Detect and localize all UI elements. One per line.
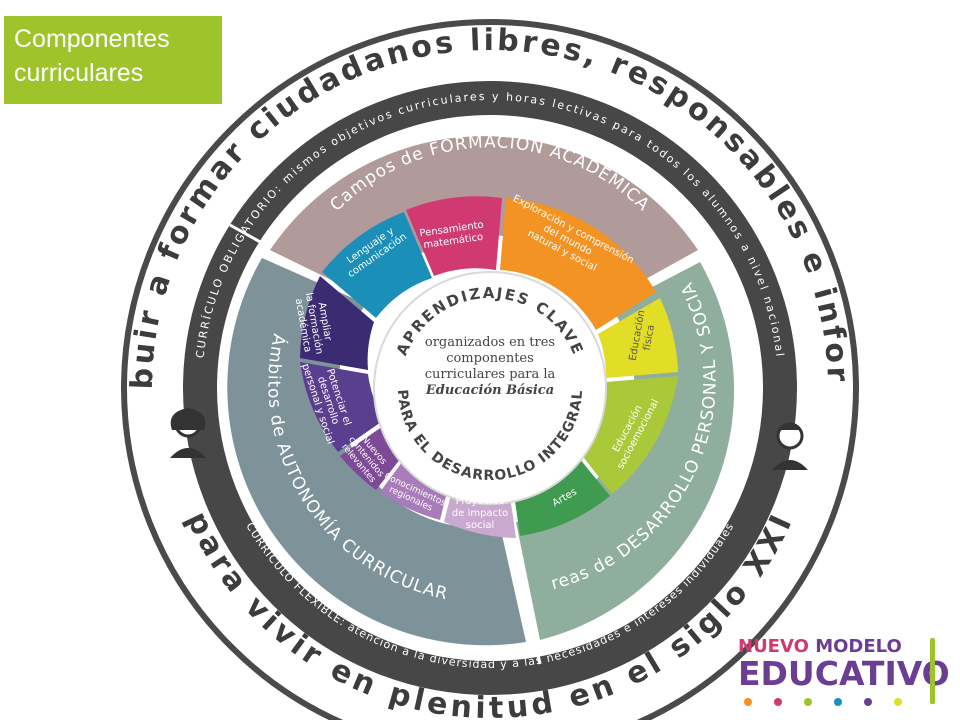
band-divider-bottom <box>526 607 542 665</box>
center-line-3: curriculares para la <box>425 367 556 382</box>
center-line-italic: Educación Básica <box>425 383 554 398</box>
segment-potenciar <box>300 362 384 452</box>
logo-dot <box>744 698 752 706</box>
title-line-1: Componentes <box>14 25 170 53</box>
segment-pensamiento <box>406 196 502 276</box>
label-ampliar: Ampliarla formaciónacadémica <box>292 290 335 357</box>
logo-dot <box>774 698 782 706</box>
center-line-2: componentes <box>446 351 534 366</box>
title-box: Componentes curriculares <box>4 16 222 104</box>
logo-dot <box>894 698 902 706</box>
logo-word-educativo: EDUCATIVO <box>738 654 950 693</box>
logo-dot <box>804 698 812 706</box>
curriculum-band <box>183 81 797 695</box>
band-divider-left <box>229 223 263 245</box>
female-student-icon <box>170 408 206 458</box>
segment-exploracion <box>500 198 656 330</box>
center-circle <box>373 271 607 505</box>
logo-bar <box>930 638 935 704</box>
title-line-2: curriculares <box>14 59 144 87</box>
nuevo-modelo-educativo-logo: NUEVO MODELO EDUCATIVO <box>738 634 950 712</box>
logo-dot <box>864 698 872 706</box>
segment-ampliar <box>300 276 374 370</box>
male-student-icon <box>772 422 808 470</box>
segment-educacion-fisica <box>598 298 678 378</box>
logo-word-modelo: MODELO <box>815 636 902 657</box>
segment-lenguaje <box>322 212 432 318</box>
center-line-1: organizados en tres <box>425 335 555 350</box>
logo-word-nuevo: NUEVO <box>738 636 809 657</box>
logo-dot <box>834 698 842 706</box>
logo-line-1: NUEVO MODELO <box>738 636 902 657</box>
